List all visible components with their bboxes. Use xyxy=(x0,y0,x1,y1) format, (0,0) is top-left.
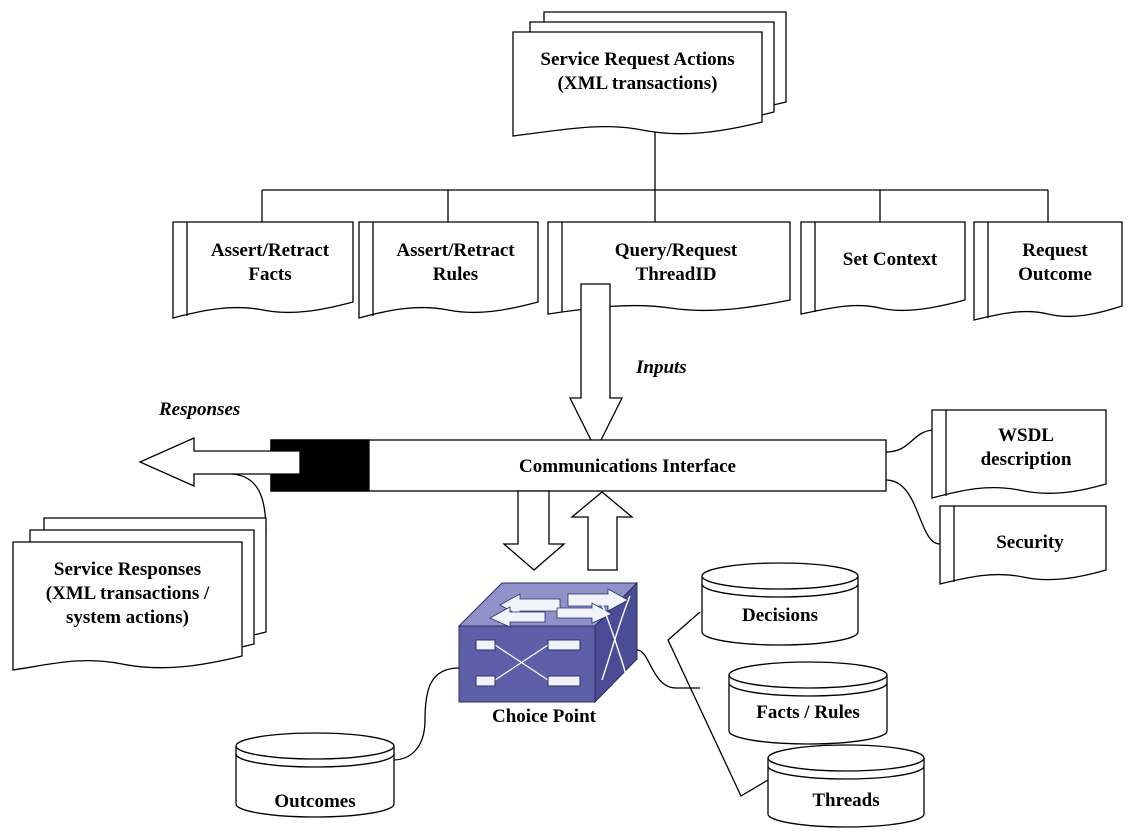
facts-rules-cylinder xyxy=(728,661,888,745)
facts-rules-label: Facts / Rules xyxy=(756,702,860,723)
inputs-arrow xyxy=(568,283,624,452)
wsdl-line1: WSDL xyxy=(998,425,1054,446)
choice-point-label: Choice Point xyxy=(492,706,596,727)
communications-interface-bar xyxy=(270,439,887,492)
to-choice-point-arrow xyxy=(502,490,566,571)
action-label-outcome-line2: Outcome xyxy=(1018,264,1092,285)
action-label-rules-line2: Rules xyxy=(432,264,479,285)
top-document-line1: Service Request Actions xyxy=(540,49,735,70)
service-responses-document-shape xyxy=(12,517,267,671)
choice-point-switch xyxy=(457,581,639,704)
security-document-shape xyxy=(939,505,1107,585)
outcomes-cylinder xyxy=(235,732,395,818)
threads-cylinder xyxy=(767,744,925,828)
security-label: Security xyxy=(996,532,1064,553)
stores-bracket xyxy=(667,611,769,797)
service-responses-label: Service Responses (XML transactions / sy… xyxy=(13,558,242,630)
action-label-thread-line1: Query/Request xyxy=(614,240,738,261)
wsdl-connector xyxy=(885,429,936,453)
outcomes-connector xyxy=(392,667,460,761)
action-label-facts: Assert/Retract Facts xyxy=(187,239,353,287)
wsdl-label: WSDL description xyxy=(946,424,1106,472)
action-label-outcome: Request Outcome xyxy=(988,239,1122,287)
inputs-label: Inputs xyxy=(636,357,687,378)
action-label-thread-line2: ThreadID xyxy=(635,264,717,285)
wsdl-line2: description xyxy=(980,449,1072,470)
from-choice-point-arrow xyxy=(570,491,634,571)
service-responses-line1: Service Responses xyxy=(53,559,202,580)
top-connector-tree xyxy=(261,132,1049,222)
action-label-context-line1: Set Context xyxy=(842,249,938,270)
service-responses-line2: (XML transactions / xyxy=(45,583,210,604)
action-label-facts-line1: Assert/Retract xyxy=(210,240,330,261)
top-document-shape xyxy=(512,11,787,137)
action-label-rules: Assert/Retract Rules xyxy=(373,239,538,287)
action-document-context-shape xyxy=(800,221,966,315)
service-responses-line3: system actions) xyxy=(66,607,189,628)
wsdl-document-shape xyxy=(931,409,1107,499)
top-document-label: Service Request Actions (XML transaction… xyxy=(513,48,762,96)
communications-interface-label: Communications Interface xyxy=(519,456,736,477)
outcomes-label: Outcomes xyxy=(274,791,356,812)
responses-arrow xyxy=(138,436,301,488)
decisions-cylinder xyxy=(701,562,859,646)
action-document-facts-shape xyxy=(172,221,354,319)
stores-connector xyxy=(636,649,700,689)
action-document-rules-shape xyxy=(358,221,539,319)
security-connector xyxy=(885,479,941,545)
threads-label: Threads xyxy=(812,790,880,811)
decisions-label: Decisions xyxy=(742,605,818,626)
top-document-line2: (XML transactions) xyxy=(557,73,718,94)
action-label-outcome-line1: Request xyxy=(1022,240,1088,261)
action-label-context: Set Context xyxy=(815,248,965,272)
responses-label: Responses xyxy=(159,399,241,420)
action-document-outcome-shape xyxy=(973,221,1123,321)
action-label-facts-line2: Facts xyxy=(248,264,292,285)
action-label-rules-line1: Assert/Retract xyxy=(396,240,515,261)
action-label-thread: Query/Request ThreadID xyxy=(562,239,790,287)
